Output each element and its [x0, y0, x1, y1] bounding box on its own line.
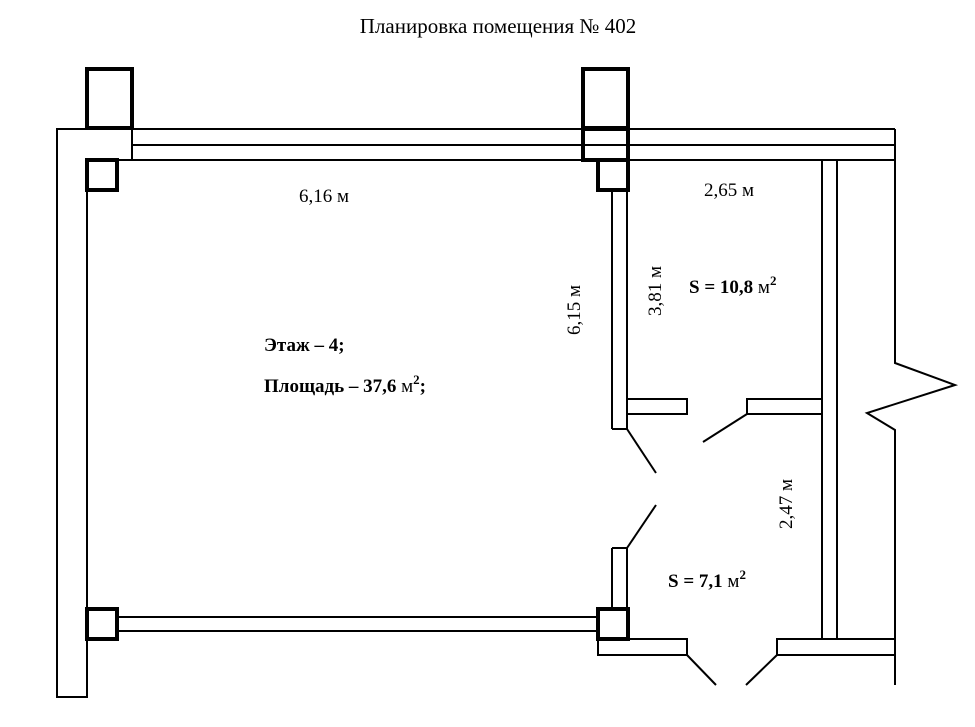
main-bottom-wall: [117, 616, 598, 632]
column-top-left-inner: [85, 158, 119, 192]
dimension-room-width: 2,65 м: [704, 180, 754, 201]
side-room-area-label: S = 10,8 м2: [689, 273, 776, 298]
corridor-area-label: S = 7,1 м2: [668, 567, 746, 592]
right-outer-wall: [864, 160, 959, 685]
door-swing-upper: [626, 428, 657, 474]
entrance-swing-right: [745, 654, 778, 686]
dimension-main-height: 6,15 м: [564, 285, 585, 335]
corridor-wall: [821, 160, 838, 639]
door-swing-lower: [626, 504, 657, 549]
column-bottom-mid: [596, 607, 630, 641]
bottom-left-return: [597, 609, 688, 656]
entrance-swing-left: [686, 654, 717, 686]
dimension-room-height: 3,81 м: [645, 266, 666, 316]
side-room-stub-right: [746, 398, 822, 415]
column-top-mid-inner: [596, 158, 630, 192]
floor-label: Этаж – 4;: [264, 335, 345, 356]
main-room-area-label: Площадь – 37,6 м2;: [264, 372, 426, 397]
main-partition-lower: [611, 547, 628, 609]
side-door-swing: [702, 413, 748, 443]
main-partition-upper: [611, 190, 628, 430]
column-bottom-left: [85, 607, 119, 641]
bottom-right-return: [776, 638, 895, 656]
column-top-left-outer: [85, 67, 134, 130]
column-top-mid-outer: [581, 67, 630, 130]
side-room-stub-left: [627, 398, 688, 415]
plan-title: Планировка помещения № 402: [360, 14, 636, 38]
dimension-corridor-height: 2,47 м: [776, 479, 797, 529]
left-outer-wall: [56, 128, 133, 698]
dimension-main-width: 6,16 м: [299, 186, 349, 207]
top-wall: [132, 128, 896, 161]
